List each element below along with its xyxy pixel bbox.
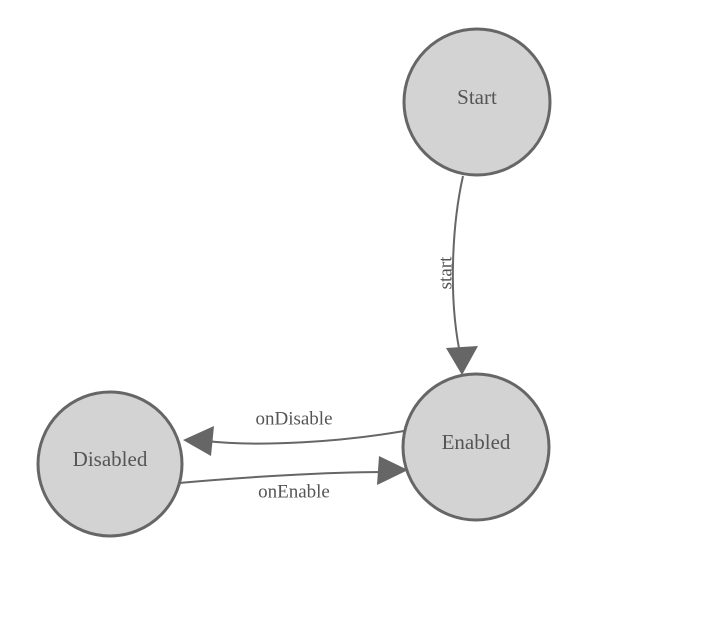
edge-start-to-enabled[interactable]: start (435, 175, 478, 375)
arrow-head-enabled-to-disabled (183, 426, 214, 456)
arrow-head-start-to-enabled (446, 346, 478, 375)
edge-disabled-to-enabled[interactable]: onEnable (178, 456, 408, 502)
edge-label-on-disable: onDisable (255, 408, 332, 429)
edge-path-disabled-to-enabled (178, 471, 385, 484)
arrow-head-disabled-to-enabled (377, 456, 408, 485)
state-label-start: Start (457, 85, 497, 109)
state-label-enabled: Enabled (442, 430, 511, 454)
state-circle-start (402, 27, 552, 177)
state-node-disabled[interactable]: Disabled (36, 390, 184, 538)
edge-label-start: start (435, 256, 456, 289)
edge-path-enabled-to-disabled (205, 430, 405, 445)
edge-enabled-to-disabled[interactable]: onDisable (183, 408, 405, 456)
edge-label-on-enable: onEnable (258, 481, 330, 502)
state-label-disabled: Disabled (73, 447, 148, 471)
state-node-enabled[interactable]: Enabled (401, 372, 551, 522)
edge-path-start-to-enabled (451, 175, 464, 359)
state-node-start[interactable]: Start (402, 27, 552, 177)
state-circle-enabled (401, 372, 551, 522)
state-circle-disabled (36, 390, 184, 538)
